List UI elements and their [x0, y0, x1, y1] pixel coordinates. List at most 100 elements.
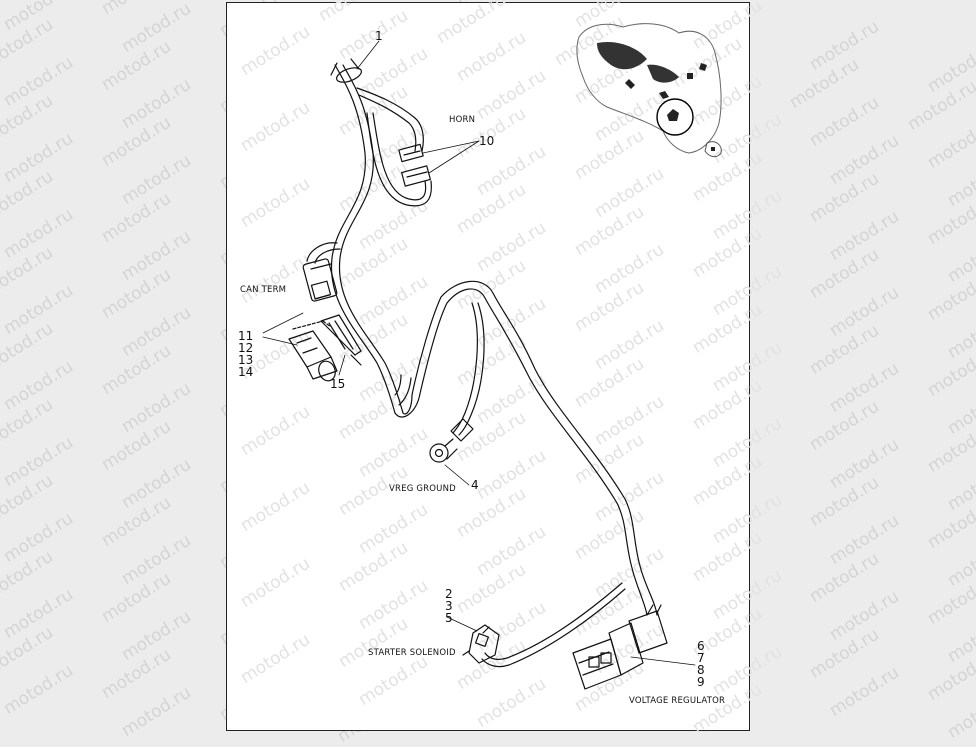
vreg-ground-lead [429, 302, 485, 463]
callout-1: 1 [375, 29, 383, 43]
watermark-text: motod.ru [0, 0, 77, 35]
watermark-text: motod.ru [944, 684, 976, 743]
watermark-text: motod.ru [118, 226, 195, 285]
watermark-text: motod.ru [924, 646, 976, 705]
callout-12: 12 [238, 341, 254, 355]
watermark-text: motod.ru [118, 682, 195, 741]
watermark-text: motod.ru [0, 622, 57, 681]
harness-loop [394, 280, 658, 616]
label-vreg-ground: VREG GROUND [389, 484, 456, 494]
watermark-text: motod.ru [944, 456, 976, 515]
watermark-text: motod.ru [98, 492, 175, 551]
watermark-text: motod.ru [826, 662, 903, 721]
watermark-text: motod.ru [98, 340, 175, 399]
watermark-text: motod.ru [0, 356, 77, 415]
callout-8: 8 [697, 663, 705, 677]
watermark-text: motod.ru [924, 342, 976, 401]
watermark-text: motod.ru [944, 152, 976, 211]
watermark-text: motod.ru [826, 130, 903, 189]
watermark-text: motod.ru [118, 530, 195, 589]
watermark-text: motod.ru [0, 584, 77, 643]
watermark-text: motod.ru [944, 380, 976, 439]
watermark-text: motod.ru [924, 494, 976, 553]
starter-solenoid-lead [462, 582, 626, 668]
watermark-text: motod.ru [0, 546, 57, 605]
watermark-text: motod.ru [98, 188, 175, 247]
label-can-term: CAN TERM [240, 285, 287, 295]
callout-10: 10 [479, 134, 495, 148]
watermark-text: motod.ru [806, 16, 883, 75]
horn-branch [356, 87, 432, 207]
watermark-text: motod.ru [904, 76, 976, 135]
watermark-text: motod.ru [0, 90, 57, 149]
watermark-text: motod.ru [924, 190, 976, 249]
label-starter-solenoid: STARTER SOLENOID [368, 648, 456, 658]
watermark-text: motod.ru [826, 282, 903, 341]
watermark-text: motod.ru [806, 396, 883, 455]
callout-2: 2 [445, 587, 453, 601]
label-voltage-regulator: VOLTAGE REGULATOR [629, 696, 726, 706]
watermark-text: motod.ru [0, 394, 57, 453]
watermark-text: motod.ru [806, 92, 883, 151]
harness-trunk [330, 58, 404, 414]
can-term-connector [302, 242, 341, 302]
watermark-text: motod.ru [0, 14, 57, 73]
watermark-text: motod.ru [806, 320, 883, 379]
watermark-text: motod.ru [98, 36, 175, 95]
callout-5: 5 [445, 611, 453, 625]
watermark-text: motod.ru [118, 74, 195, 133]
locator-inset [576, 23, 722, 158]
watermark-text: motod.ru [806, 472, 883, 531]
voltage-regulator-connector [572, 604, 668, 690]
callout-9: 9 [697, 675, 705, 689]
callout-11: 11 [238, 329, 254, 343]
watermark-text: motod.ru [924, 38, 976, 97]
callout-6: 6 [697, 639, 705, 653]
watermark-text: motod.ru [944, 532, 976, 591]
watermark-text: motod.ru [98, 264, 175, 323]
watermark-text: motod.ru [826, 358, 903, 417]
callout-14: 14 [238, 365, 254, 379]
watermark-text: motod.ru [0, 128, 77, 187]
watermark-text: motod.ru [118, 606, 195, 665]
watermark-text: motod.ru [806, 548, 883, 607]
callout-3: 3 [445, 599, 453, 613]
watermark-text: motod.ru [0, 508, 77, 567]
watermark-text: motod.ru [826, 434, 903, 493]
watermark-text: motod.ru [98, 112, 175, 171]
watermark-text: motod.ru [98, 644, 175, 703]
watermark-text: motod.ru [0, 470, 57, 529]
callout-4: 4 [471, 478, 479, 492]
watermark-text: motod.ru [118, 302, 195, 361]
watermark-text: motod.ru [944, 304, 976, 363]
watermark-text: motod.ru [0, 204, 77, 263]
leader-lines [262, 40, 696, 666]
watermark-text: motod.ru [786, 54, 863, 113]
watermark-text: motod.ru [98, 0, 175, 19]
watermark-text: motod.ru [118, 0, 195, 57]
callout-7: 7 [697, 651, 705, 665]
watermark-text: motod.ru [98, 568, 175, 627]
watermark-text: motod.ru [826, 510, 903, 569]
watermark-text: motod.ru [826, 586, 903, 645]
watermark-text: motod.ru [0, 242, 57, 301]
watermark-text: motod.ru [826, 206, 903, 265]
watermark-text: motod.ru [806, 244, 883, 303]
watermark-text: motod.ru [924, 266, 976, 325]
watermark-text: motod.ru [118, 150, 195, 209]
watermark-text: motod.ru [944, 608, 976, 667]
watermark-text: motod.ru [118, 378, 195, 437]
watermark-text: motod.ru [924, 418, 976, 477]
watermark-text: motod.ru [118, 454, 195, 513]
watermark-text: motod.ru [0, 660, 77, 719]
watermark-text: motod.ru [806, 168, 883, 227]
callout-13: 13 [238, 353, 254, 367]
watermark-text: motod.ru [806, 624, 883, 683]
wiring-harness-drawing [262, 23, 722, 690]
watermark-text: motod.ru [924, 114, 976, 173]
watermark-text: motod.ru [0, 166, 57, 225]
watermark-text: motod.ru [0, 280, 77, 339]
watermark-text: motod.ru [944, 228, 976, 287]
watermark-text: motod.ru [0, 318, 57, 377]
